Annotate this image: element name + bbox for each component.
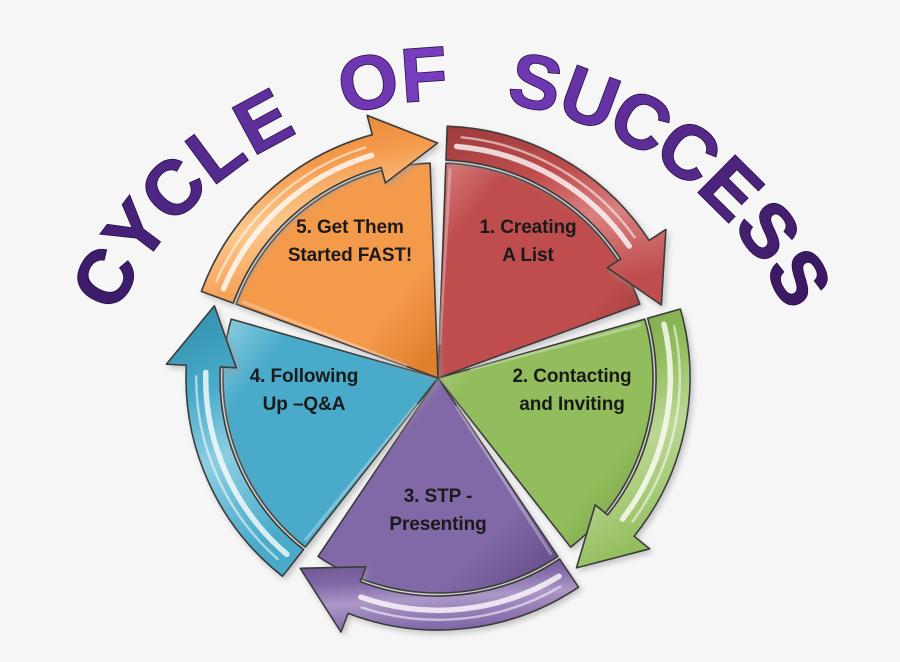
wedge-sheen-creating-a-list: [438, 168, 452, 346]
arrow-gloss2-stp-presenting: [360, 585, 562, 622]
arrow-creating-a-list: [445, 125, 667, 306]
arrow-gloss2-get-them-started-fast: [215, 146, 367, 283]
arrow-following-up-qa: [165, 304, 305, 578]
arrow-gloss-get-them-started-fast: [220, 152, 375, 292]
arrow-group: [165, 114, 691, 633]
arrow-stp-presenting: [299, 558, 580, 633]
wedge-sheen-contacting-and-inviting: [469, 323, 642, 371]
wedge-sheen-stp-presenting: [455, 405, 553, 555]
title-letter: F: [398, 31, 450, 119]
arrow-get-them-started-fast: [200, 114, 439, 304]
arrow-gloss-contacting-and-inviting: [619, 321, 673, 522]
arrow-gloss-following-up-qa: [203, 369, 290, 558]
wedge-sheen-following-up-qa: [304, 403, 418, 541]
arrow-gloss2-creating-a-list: [460, 136, 636, 239]
wedge-sheen-get-them-started-fast: [242, 300, 408, 367]
arrow-gloss-creating-a-list: [453, 143, 632, 249]
wedge-group: [222, 162, 654, 594]
arrow-gloss2-following-up-qa: [195, 375, 279, 561]
arrow-contacting-and-inviting: [575, 308, 691, 569]
arrow-gloss2-contacting-and-inviting: [631, 324, 681, 523]
arrow-gloss-stp-presenting: [358, 573, 562, 613]
